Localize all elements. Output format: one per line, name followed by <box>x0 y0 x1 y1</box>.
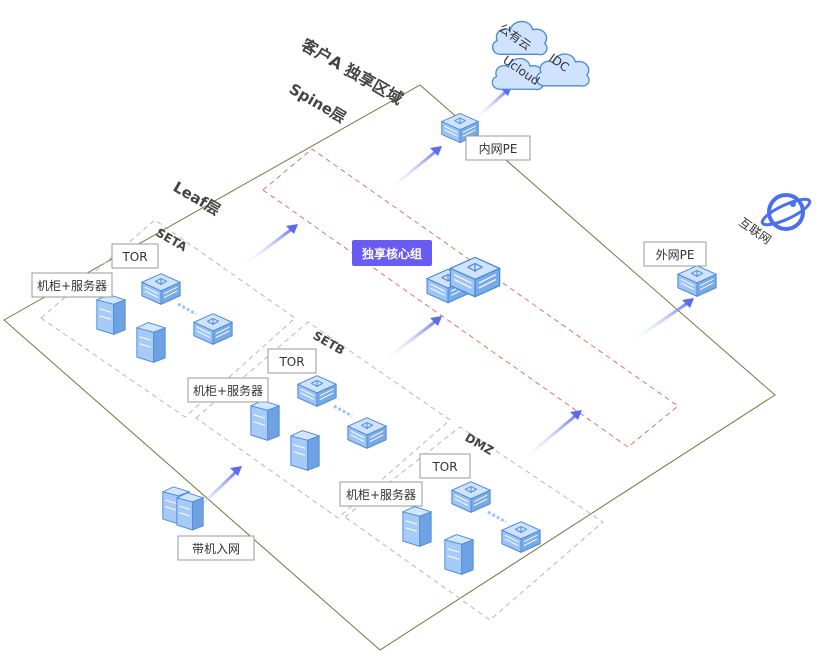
outer-pe-label: 外网PE <box>656 248 695 262</box>
setb-group-boundary <box>195 321 451 519</box>
outer-pe-box <box>643 241 707 267</box>
arrowhead-setb <box>430 316 442 326</box>
inner-pe-box <box>465 135 531 161</box>
spine-layer-label: Spine层 <box>286 80 349 127</box>
dmz-server-icon <box>444 534 474 575</box>
setb-tor-switch-icon <box>297 375 337 407</box>
seta-rack-label: 机柜+服务器 <box>37 278 107 293</box>
arrow-dmz-to-spine <box>519 410 581 464</box>
arrowhead-dmz <box>570 410 582 420</box>
dmz-rack-label: 机柜+服务器 <box>346 487 416 502</box>
dmz-rack-box <box>339 481 423 507</box>
arrowhead-server-in <box>230 466 242 476</box>
core-label-box <box>352 240 432 266</box>
server-in-label: 带机入网 <box>192 542 240 556</box>
dmz-link-arrow-icon <box>487 510 507 524</box>
seta-rack-box <box>31 272 113 298</box>
arrowhead-inner-pe <box>430 146 442 156</box>
setb-rack-label: 机柜+服务器 <box>193 383 263 398</box>
seta-tor-label: TOR <box>121 250 147 264</box>
dmz-tor-box <box>419 453 471 479</box>
dmz-tor-switch-icon <box>451 481 491 513</box>
dmz-access-switch-icon <box>501 521 541 553</box>
internet-label: 互联网 <box>736 215 774 247</box>
arrowhead-seta <box>286 224 298 234</box>
arrow-spine-to-inner-pe <box>385 146 441 194</box>
arrow-setb-to-core <box>381 316 441 364</box>
seta-tor-switch-icon <box>141 273 181 305</box>
customer-zone-boundary <box>3 84 776 651</box>
core-label: 独享核心组 <box>361 246 422 261</box>
arrow-inner-pe-to-cloud <box>470 86 512 124</box>
setb-rack-box <box>187 377 269 403</box>
dmz-tor-label: TOR <box>431 460 457 474</box>
arrow-seta-to-spine <box>239 224 297 270</box>
server-in-box <box>177 535 255 561</box>
seta-tor-box <box>111 243 159 269</box>
setb-server-icon <box>250 400 280 441</box>
dmz-group-boundary <box>344 426 604 621</box>
leaf-layer-label: Leaf层 <box>170 178 224 219</box>
seta-access-switch-icon <box>193 313 233 345</box>
outer-pe-switch-icon <box>677 265 717 297</box>
seta-server-icon <box>136 322 166 363</box>
dmz-server-icon <box>402 506 432 547</box>
seta-title: SETA <box>154 225 191 254</box>
setb-server-icon <box>290 430 320 471</box>
internet-globe-icon <box>760 193 812 231</box>
spine-area-boundary <box>262 148 679 448</box>
arrow-spine-to-outer-pe <box>627 298 693 346</box>
inner-pe-label: 内网PE <box>479 142 518 156</box>
setb-tor-label: TOR <box>278 355 304 369</box>
seta-link-arrow-icon <box>177 302 197 316</box>
seta-server-icon <box>96 294 126 335</box>
arrowhead-outer-pe <box>682 298 694 308</box>
server-in-server-icon <box>176 492 204 531</box>
setb-tor-box <box>267 348 317 374</box>
setb-link-arrow-icon <box>333 404 353 418</box>
setb-access-switch-icon <box>347 417 387 449</box>
